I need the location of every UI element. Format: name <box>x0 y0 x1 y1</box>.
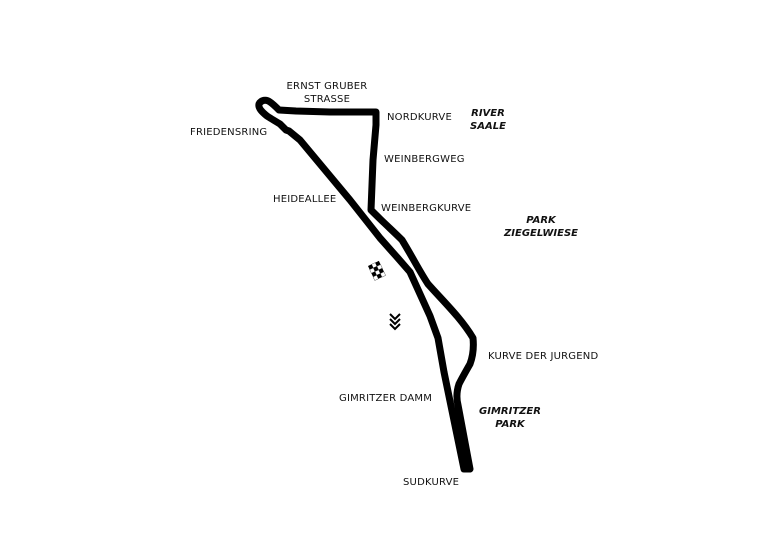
label-weinbergkurve: WEINBERGKURVE <box>381 203 471 214</box>
label-river-2: SAALE <box>470 121 506 132</box>
label-park-2: ZIEGELWIESE <box>503 228 578 239</box>
checkered-flag-icon <box>368 260 386 281</box>
label-park-1: PARK <box>526 215 557 226</box>
label-gimritzer-park-1: GIMRITZER <box>479 406 541 417</box>
label-gimritzer-park-2: PARK <box>495 419 526 430</box>
label-ernst-gruber-2: STRASSE <box>304 94 350 105</box>
chevron-down-icon <box>389 313 401 331</box>
label-gimritzer-damm: GIMRITZER DAMM <box>339 393 432 404</box>
track-path <box>255 96 477 473</box>
label-friedensring: FRIEDENSRING <box>190 127 267 138</box>
label-sudkurve: SUDKURVE <box>403 477 459 488</box>
label-kurve-der-jurgend: KURVE DER JURGEND <box>488 351 598 362</box>
label-weinbergweg: WEINBERGWEG <box>384 154 465 165</box>
label-heideallee: HEIDEALLEE <box>273 194 336 205</box>
label-river-1: RIVER <box>471 108 505 119</box>
label-ernst-gruber-1: ERNST GRUBER <box>287 81 368 92</box>
label-nordkurve: NORDKURVE <box>387 112 452 123</box>
